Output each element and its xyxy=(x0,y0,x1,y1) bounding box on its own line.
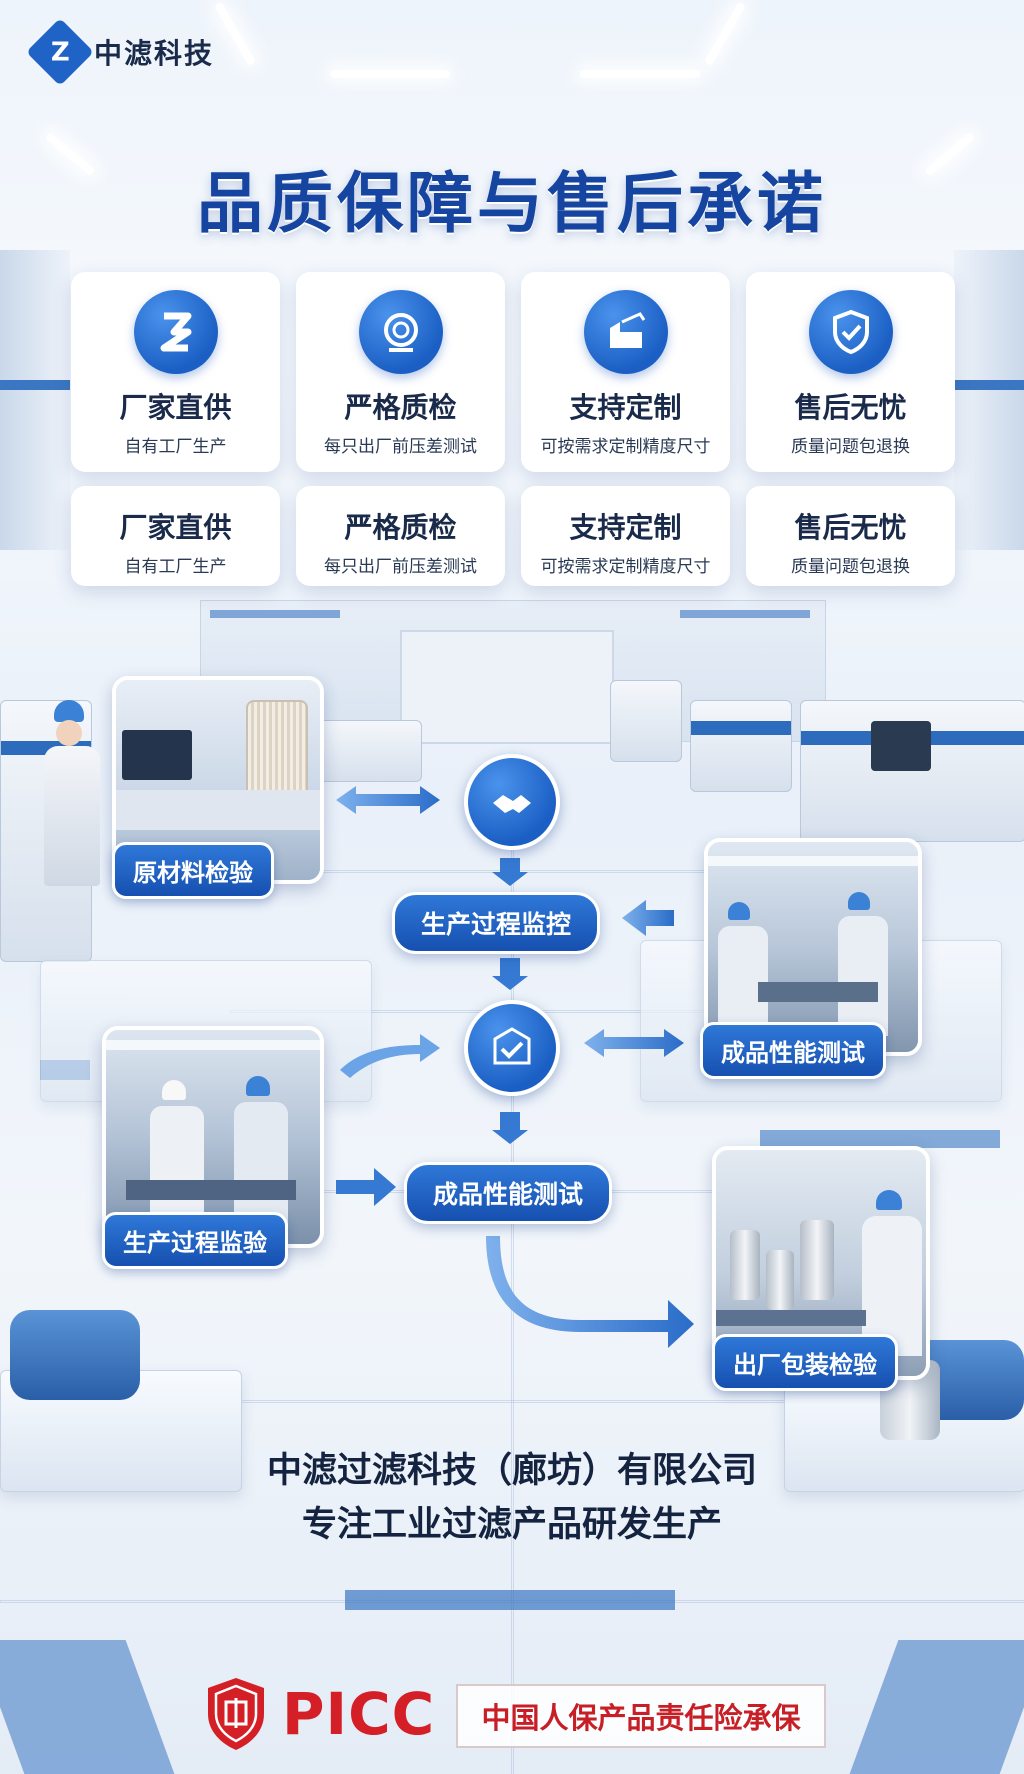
label-raw-material: 原材料检验 xyxy=(112,842,274,899)
feature-card-inspection-2: 严格质检 每只出厂前压差测试 xyxy=(296,486,505,586)
feature-title: 支持定制 xyxy=(569,391,682,424)
brand-name: 中滤科技 xyxy=(94,37,215,70)
label-process-inspection: 生产过程监验 xyxy=(102,1212,288,1269)
handshake-icon xyxy=(464,754,560,850)
feature-subtitle: 质量问题包退换 xyxy=(791,437,910,457)
feature-title: 售后无忧 xyxy=(794,391,907,424)
feature-card-aftersales: 售后无忧 质量问题包退换 xyxy=(746,272,955,472)
step-monitoring: 生产过程监控 xyxy=(392,892,601,954)
page-title: 品质保障与售后承诺 xyxy=(197,165,827,242)
feature-subtitle: 自有工厂生产 xyxy=(124,437,227,457)
feature-subtitle: 每只出厂前压差测试 xyxy=(324,437,477,457)
picc-brand: PICC xyxy=(282,1680,436,1748)
feature-card-factory-2: 厂家直供 自有工厂生产 xyxy=(71,486,280,586)
feature-subtitle: 自有工厂生产 xyxy=(124,557,227,577)
feature-title: 严格质检 xyxy=(344,511,457,544)
insurance-text: 中国人保产品责任险承保 xyxy=(456,1684,826,1748)
feature-title: 厂家直供 xyxy=(119,391,232,424)
label-performance-test: 成品性能测试 xyxy=(700,1022,886,1079)
feature-subtitle: 可按需求定制精度尺寸 xyxy=(540,437,711,457)
feature-card-factory: 厂家直供 自有工厂生产 xyxy=(71,272,280,472)
feature-subtitle: 每只出厂前压差测试 xyxy=(324,557,477,577)
photo-process-inspection xyxy=(102,1026,324,1248)
shield-check-icon xyxy=(808,290,893,374)
feature-title: 售后无忧 xyxy=(794,511,907,544)
brand-logo: Z 中滤科技 xyxy=(26,18,215,86)
feature-card-inspection: 严格质检 每只出厂前压差测试 xyxy=(296,272,505,472)
step-final-test: 成品性能测试 xyxy=(404,1162,613,1224)
photo-performance-test xyxy=(704,838,922,1056)
photo-raw-material xyxy=(112,676,324,884)
inspection-target-icon xyxy=(358,290,443,374)
picc-logo: PICC xyxy=(204,1676,435,1752)
feature-subtitle: 质量问题包退换 xyxy=(791,557,910,577)
label-packaging: 出厂包装检验 xyxy=(712,1334,898,1391)
photo-worker-raw xyxy=(44,700,124,900)
feature-title: 支持定制 xyxy=(569,511,682,544)
feature-card-custom: 支持定制 可按需求定制精度尺寸 xyxy=(521,272,730,472)
custom-factory-icon xyxy=(583,290,668,374)
quality-check-icon xyxy=(464,1000,560,1096)
feature-card-custom-2: 支持定制 可按需求定制精度尺寸 xyxy=(521,486,730,586)
company-name: 中滤过滤科技（廊坊）有限公司 xyxy=(266,1451,757,1491)
picc-shield-icon xyxy=(208,1678,264,1750)
company-tagline: 专注工业过滤产品研发生产 xyxy=(301,1505,722,1545)
factory-logo-icon xyxy=(133,290,218,374)
feature-title: 严格质检 xyxy=(344,391,457,424)
feature-subtitle: 可按需求定制精度尺寸 xyxy=(540,557,711,577)
feature-card-aftersales-2: 售后无忧 质量问题包退换 xyxy=(746,486,955,586)
feature-title: 厂家直供 xyxy=(119,511,232,544)
